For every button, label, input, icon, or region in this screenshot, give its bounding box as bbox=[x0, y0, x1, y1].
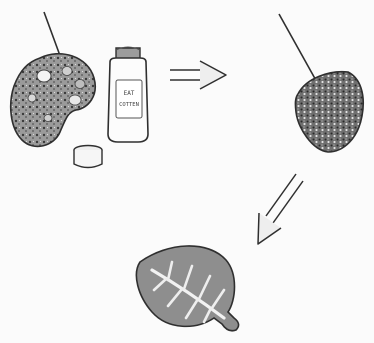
jar-lid-icon bbox=[74, 146, 102, 168]
palette-icon bbox=[11, 54, 96, 147]
jar-label-line2: COTTEN bbox=[119, 102, 139, 108]
paint-jar-icon: EAT COTTEN bbox=[108, 47, 148, 142]
leaf-print-icon bbox=[136, 246, 238, 331]
brush-icon bbox=[279, 14, 318, 84]
arrow-right-icon bbox=[170, 61, 226, 89]
arrow-down-left-icon bbox=[258, 174, 303, 244]
step-leaf-print bbox=[136, 246, 238, 331]
leaf-painted-icon bbox=[295, 72, 363, 152]
step-palette-and-paint: EAT COTTEN bbox=[11, 12, 148, 168]
jar-label-line1: EAT bbox=[124, 90, 135, 97]
step-paint-on-leaf bbox=[279, 14, 363, 152]
